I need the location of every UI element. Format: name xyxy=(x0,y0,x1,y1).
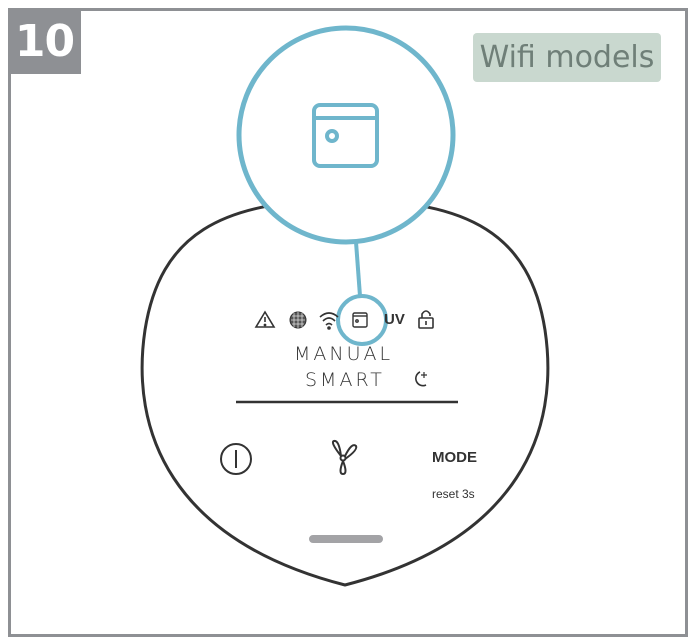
lock-icon xyxy=(418,310,434,329)
illustration-frame xyxy=(8,8,688,637)
uv-indicator-label: UV xyxy=(384,311,405,328)
device-body-outline xyxy=(140,198,550,587)
reset-hint-label: reset 3s xyxy=(432,487,475,501)
moon-star-icon xyxy=(415,371,427,387)
mode-manual-label: MANUAL xyxy=(294,343,394,365)
step-number-badge: 10 xyxy=(8,8,81,74)
wifi-models-badge: Wifi models xyxy=(473,33,661,82)
bottom-handle xyxy=(309,535,383,543)
filter-icon xyxy=(289,311,307,329)
filter-replace-icon xyxy=(352,312,368,328)
mode-smart-label: SMART xyxy=(305,369,385,391)
warning-icon xyxy=(254,310,276,328)
mode-button-label[interactable]: MODE xyxy=(432,449,477,466)
filter-replace-icon-large xyxy=(312,103,379,168)
zoom-callout-circle xyxy=(236,25,456,245)
zoom-connector xyxy=(354,241,362,297)
power-icon xyxy=(220,443,252,475)
wifi-icon xyxy=(319,312,339,330)
icon-highlight-ring xyxy=(336,294,388,346)
fan-icon xyxy=(331,439,358,476)
